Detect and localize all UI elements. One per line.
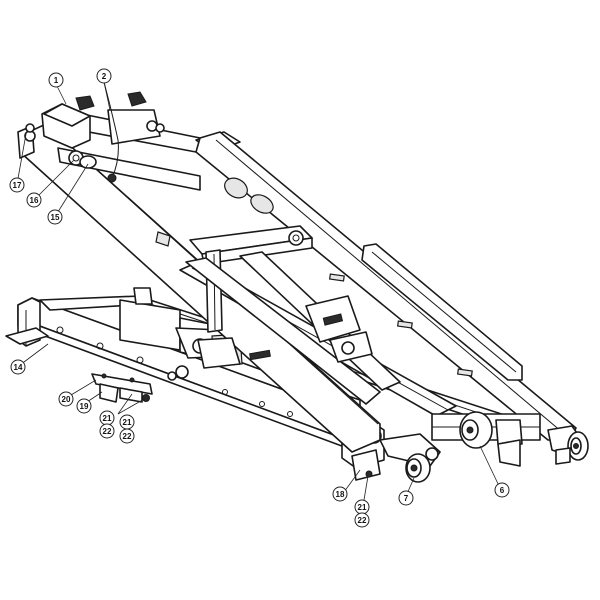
hydraulic-rams-lower (167, 337, 271, 381)
hook-assembly-2 (75, 81, 165, 179)
svg-text:22: 22 (358, 516, 367, 525)
callout-22-center: 22 (119, 428, 135, 444)
callout-6: 6 (494, 482, 510, 498)
rear-roller-6 (459, 411, 523, 449)
svg-text:21: 21 (123, 418, 132, 427)
svg-text:21: 21 (103, 414, 112, 423)
callout-15: 15 (47, 209, 63, 225)
svg-text:21: 21 (358, 503, 367, 512)
lower-bracket-assembly (91, 373, 153, 403)
rear-roller-right (547, 425, 589, 461)
svg-text:15: 15 (51, 213, 60, 222)
callout-21-lower-right: 21 (354, 499, 370, 515)
svg-text:1: 1 (54, 76, 59, 85)
callout-7: 7 (398, 490, 414, 506)
main-arm-left (19, 123, 381, 453)
svg-text:7: 7 (404, 494, 409, 503)
svg-text:18: 18 (336, 490, 345, 499)
winch-unit-1 (41, 103, 91, 149)
svg-text:20: 20 (62, 395, 71, 404)
callout-2: 2 (96, 68, 112, 84)
callout-19: 19 (76, 398, 92, 414)
callout-20: 20 (58, 391, 74, 407)
svg-text:17: 17 (13, 181, 22, 190)
callout-22-lower-left: 22 (99, 423, 115, 439)
svg-text:19: 19 (80, 402, 89, 411)
callout-14: 14 (10, 359, 26, 375)
callout-21-lower-left: 21 (99, 410, 115, 426)
right-guide-rail (361, 243, 523, 381)
callout-1: 1 (48, 72, 64, 88)
callout-22-lower-right: 22 (354, 512, 370, 528)
svg-text:22: 22 (123, 432, 132, 441)
rail-slots (328, 273, 473, 377)
callout-21-center: 21 (119, 414, 135, 430)
rear-roller-7 (379, 433, 441, 483)
svg-text:6: 6 (500, 486, 505, 495)
svg-text:2: 2 (102, 72, 107, 81)
svg-text:16: 16 (30, 196, 39, 205)
svg-text:14: 14 (14, 363, 23, 372)
callout-16: 16 (26, 192, 42, 208)
cylinder-mount-plate (305, 295, 373, 363)
callout-18: 18 (332, 486, 348, 502)
rear-hanging-plates (497, 439, 571, 467)
svg-text:22: 22 (103, 427, 112, 436)
callout-17: 17 (9, 177, 25, 193)
